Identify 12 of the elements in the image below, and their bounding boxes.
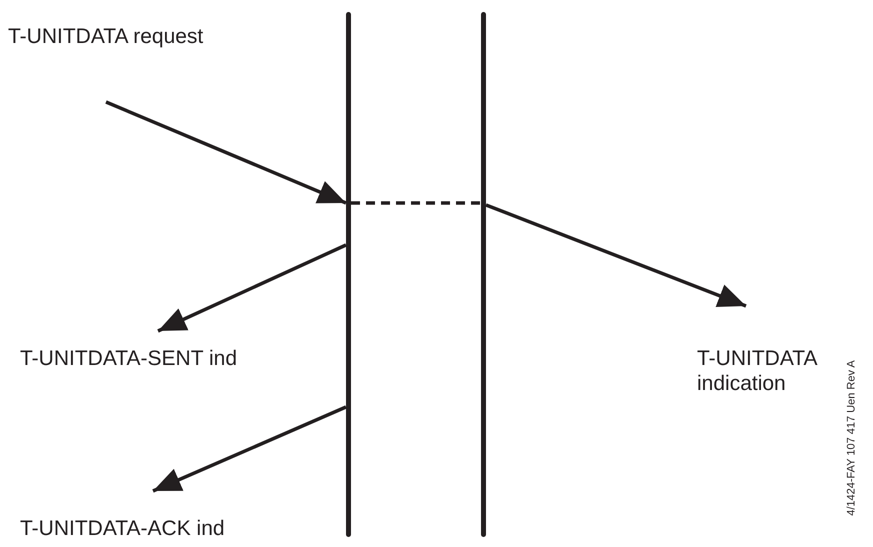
arrow xyxy=(152,405,347,493)
dashed-line xyxy=(351,201,481,205)
arrow xyxy=(157,243,347,333)
arrow xyxy=(105,100,347,205)
message-label: T-UNITDATA-SENT ind xyxy=(20,346,238,371)
lifeline xyxy=(346,12,351,537)
message-label: T-UNITDATA-ACK ind xyxy=(20,516,225,541)
lifeline xyxy=(481,12,486,537)
message-label: T-UNITDATA indication xyxy=(697,346,818,396)
message-label: T-UNITDATA request xyxy=(8,24,204,49)
document-number: 4/1424-FAY 107 417 Uen Rev A xyxy=(846,360,858,516)
arrow xyxy=(485,203,747,308)
